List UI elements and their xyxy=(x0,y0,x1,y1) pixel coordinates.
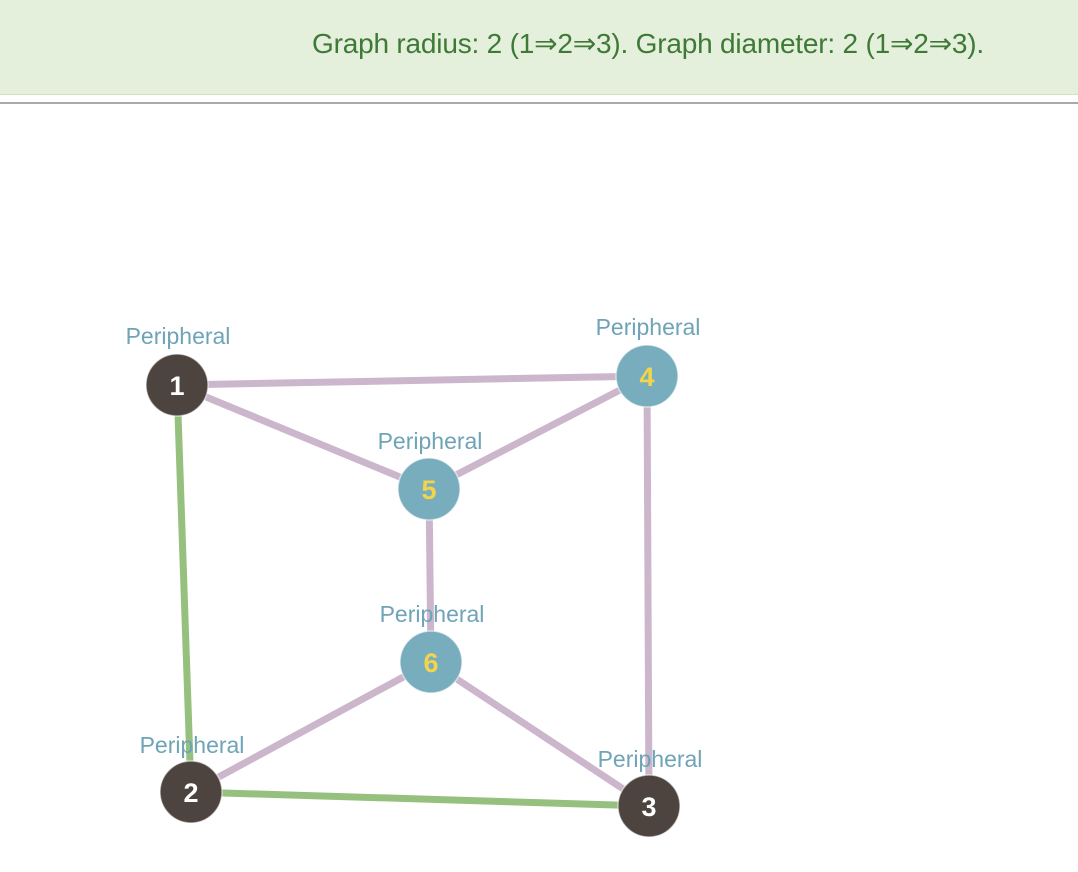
edge-1-2 xyxy=(173,381,195,796)
node-label-4: Peripheral xyxy=(596,314,701,340)
node-5[interactable]: 5 xyxy=(397,457,461,521)
node-1[interactable]: 1 xyxy=(145,353,209,417)
node-label-6: Peripheral xyxy=(380,601,485,627)
edge-2-3 xyxy=(187,788,653,810)
node-id-4: 4 xyxy=(639,362,654,392)
node-circle-5[interactable] xyxy=(397,457,461,521)
edge-6-3 xyxy=(427,658,653,810)
graph-summary-text: Graph radius: 2 (1⇒2⇒3). Graph diameter:… xyxy=(312,28,984,59)
node-label-1: Peripheral xyxy=(126,323,231,349)
node-circle-4[interactable] xyxy=(615,344,679,408)
node-id-2: 2 xyxy=(183,778,198,808)
edge-4-5 xyxy=(425,372,651,493)
labels-layer: PeripheralPeripheralPeripheralPeripheral… xyxy=(126,314,703,772)
node-id-6: 6 xyxy=(423,648,438,678)
node-circle-3[interactable] xyxy=(617,774,681,838)
node-id-3: 3 xyxy=(641,792,656,822)
node-6[interactable]: 6 xyxy=(399,630,463,694)
node-circle-6[interactable] xyxy=(399,630,463,694)
node-label-3: Peripheral xyxy=(598,746,703,772)
node-id-1: 1 xyxy=(169,371,184,401)
node-id-5: 5 xyxy=(421,475,436,505)
result-banner: Graph radius: 2 (1⇒2⇒3). Graph diameter:… xyxy=(0,0,1078,95)
node-2[interactable]: 2 xyxy=(159,760,223,824)
edge-4-3 xyxy=(643,372,653,810)
node-label-5: Peripheral xyxy=(378,428,483,454)
node-circle-2[interactable] xyxy=(159,760,223,824)
edge-1-5 xyxy=(173,381,433,493)
edge-1-4 xyxy=(173,372,651,389)
node-3[interactable]: 3 xyxy=(617,774,681,838)
node-label-2: Peripheral xyxy=(140,732,245,758)
divider xyxy=(0,102,1078,104)
nodes-layer: 1 2 3 4 5 6 xyxy=(145,344,681,838)
node-circle-1[interactable] xyxy=(145,353,209,417)
edge-6-2 xyxy=(187,658,435,796)
node-4[interactable]: 4 xyxy=(615,344,679,408)
edges-layer xyxy=(173,372,653,810)
